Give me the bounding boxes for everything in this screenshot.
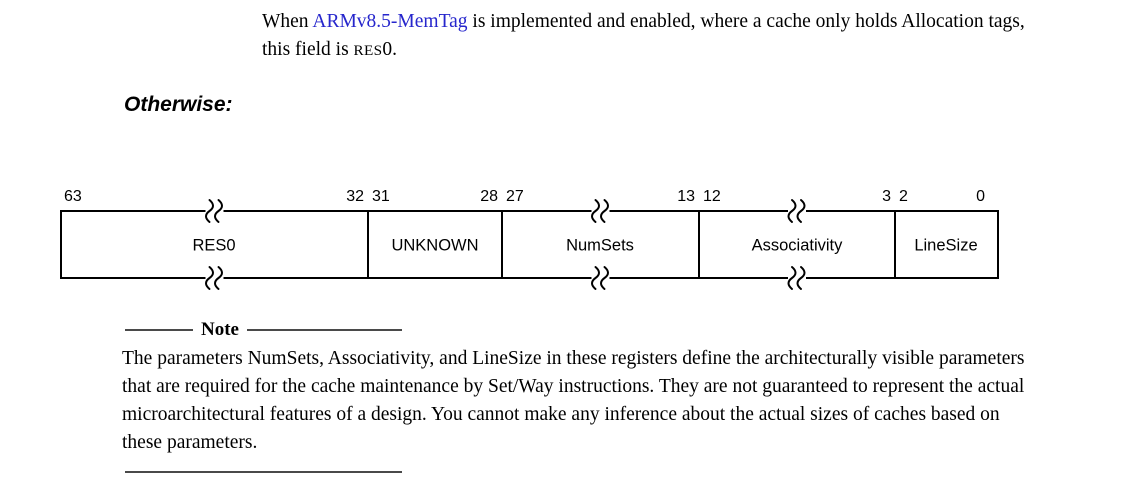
register-box (60, 210, 999, 279)
field-linesize: 2 0 LineSize (899, 188, 985, 255)
res-smallcaps-text: RES (353, 42, 383, 59)
bit-label-12: 12 (703, 188, 721, 205)
break-mark-associativity-bottom (787, 266, 806, 290)
note-line-4: these parameters. (122, 432, 258, 453)
bit-label-63: 63 (64, 188, 82, 205)
intro-paragraph: When ARMv8.5-MemTag is implemented and e… (262, 8, 1134, 65)
break-mark-res0-top (205, 199, 224, 223)
intro-line2-text: this field is (262, 39, 354, 60)
intro-text-before-link: When (262, 11, 313, 32)
field-label-associativity: Associativity (752, 237, 844, 255)
note-rule-bottom (125, 471, 402, 473)
field-numsets: 27 13 NumSets (506, 188, 695, 255)
field-label-res0: RES0 (192, 237, 235, 255)
note-rule-left (125, 329, 193, 331)
bit-label-32: 32 (346, 188, 364, 205)
break-mark-associativity-top (787, 199, 806, 223)
break-mark-numsets-top (591, 199, 610, 223)
field-unknown: 31 28 UNKNOWN (372, 188, 498, 255)
intro-text-after-link: is implemented and enabled, where a cach… (467, 11, 1025, 32)
note-line-1: The parameters NumSets, Associativity, a… (122, 348, 1025, 369)
note-title: Note (201, 319, 239, 340)
note-paragraph: The parameters NumSets, Associativity, a… (122, 345, 1132, 457)
memtag-link[interactable]: ARMv8.5-MemTag (312, 11, 468, 32)
intro-line-2: this field is RES0. (262, 36, 1134, 65)
field-label-unknown: UNKNOWN (391, 237, 478, 255)
field-label-linesize: LineSize (914, 237, 977, 255)
note-heading: Note (125, 319, 402, 340)
bit-label-13: 13 (677, 188, 695, 205)
intro-line2-end: 0. (382, 39, 397, 60)
break-mark-res0-bottom (205, 266, 224, 290)
field-label-numsets: NumSets (566, 237, 634, 255)
register-bitfield-diagram: 63 32 RES0 31 28 UNKNOWN 27 13 NumSets 1… (60, 188, 999, 290)
note-line-3: microarchitectural features of a design.… (122, 404, 1000, 425)
bit-label-3: 3 (882, 188, 891, 205)
note-line-2: that are required for the cache maintena… (122, 376, 1025, 397)
bit-label-0: 0 (976, 188, 985, 205)
bit-label-28: 28 (480, 188, 498, 205)
intro-line-1: When ARMv8.5-MemTag is implemented and e… (262, 8, 1134, 36)
note-rule-right (246, 329, 402, 331)
bit-label-31: 31 (372, 188, 390, 205)
field-associativity: 12 3 Associativity (703, 188, 891, 255)
bit-label-27: 27 (506, 188, 524, 205)
break-mark-numsets-bottom (591, 266, 610, 290)
otherwise-heading: Otherwise: (124, 93, 233, 116)
bit-label-2: 2 (899, 188, 908, 205)
field-res0: 63 32 RES0 (64, 188, 364, 255)
